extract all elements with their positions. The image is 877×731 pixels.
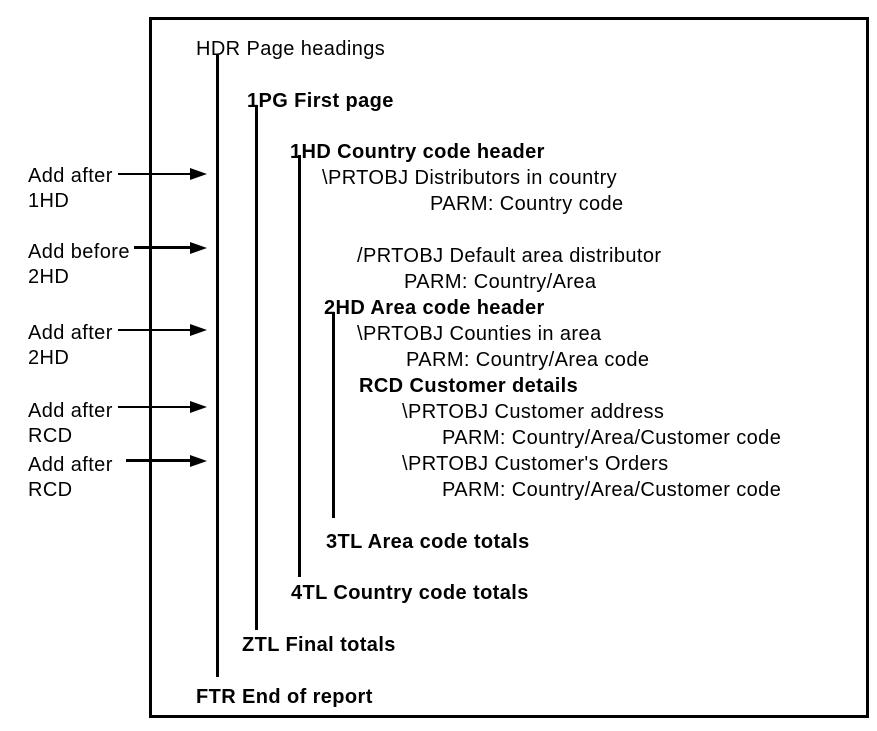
node-rcd: RCD Customer details <box>359 375 579 397</box>
connector-2hd-3tl <box>332 312 335 518</box>
connector-1hd-4tl <box>298 155 301 577</box>
arrow-head <box>190 455 207 467</box>
annotation-add-after-rcd-1: Add after RCD <box>28 399 113 449</box>
arrow-head <box>190 324 207 336</box>
arrow-shaft <box>126 459 195 462</box>
node-2hd: 2HD Area code header <box>324 297 545 319</box>
arrow-head <box>190 242 207 254</box>
node-4tl: 4TL Country code totals <box>291 582 529 604</box>
annotation-add-after-1hd: Add after 1HD <box>28 164 113 214</box>
annotation-target: 2HD <box>28 347 70 369</box>
node-parm-country-code: PARM: Country code <box>430 193 624 215</box>
arrow-shaft <box>118 406 195 408</box>
node-ftr: FTR End of report <box>196 686 373 708</box>
annotation-add-after-rcd-2: Add after RCD <box>28 453 113 503</box>
arrow-right-icon <box>118 401 207 413</box>
node-1hd: 1HD Country code header <box>290 141 545 163</box>
node-1pg: 1PG First page <box>247 90 394 112</box>
node-hdr: HDR Page headings <box>196 38 386 60</box>
diagram-border <box>149 17 869 718</box>
arrow-head <box>190 168 207 180</box>
annotation-target: RCD <box>28 425 73 447</box>
node-prtobj-distributors: \PRTOBJ Distributors in country <box>322 167 618 189</box>
annotation-action: Add after <box>28 454 113 476</box>
node-3tl: 3TL Area code totals <box>326 531 530 553</box>
node-parm-country-area-code: PARM: Country/Area code <box>406 349 650 371</box>
arrow-right-icon <box>134 242 207 254</box>
node-prtobj-default-area: /PRTOBJ Default area distributor <box>357 245 662 267</box>
node-parm-customer-code-1: PARM: Country/Area/Customer code <box>442 427 782 449</box>
annotation-action: Add after <box>28 322 113 344</box>
arrow-shaft <box>118 173 195 175</box>
node-prtobj-customer-orders: \PRTOBJ Customer's Orders <box>402 453 669 475</box>
arrow-right-icon <box>118 168 207 180</box>
annotation-add-after-2hd: Add after 2HD <box>28 321 113 371</box>
annotation-target: 1HD <box>28 190 70 212</box>
arrow-head <box>190 401 207 413</box>
connector-1pg-ztl <box>255 105 258 630</box>
annotation-target: 2HD <box>28 266 70 288</box>
arrow-right-icon <box>118 324 207 336</box>
node-prtobj-customer-address: \PRTOBJ Customer address <box>402 401 665 423</box>
arrow-shaft <box>118 329 195 331</box>
node-parm-customer-code-2: PARM: Country/Area/Customer code <box>442 479 782 501</box>
arrow-right-icon <box>126 455 207 467</box>
node-ztl: ZTL Final totals <box>242 634 396 656</box>
annotation-action: Add before <box>28 241 130 263</box>
node-parm-country-area: PARM: Country/Area <box>404 271 597 293</box>
annotation-action: Add after <box>28 400 113 422</box>
node-prtobj-counties: \PRTOBJ Counties in area <box>357 323 602 345</box>
arrow-shaft <box>134 246 195 249</box>
annotation-action: Add after <box>28 165 113 187</box>
annotation-target: RCD <box>28 479 73 501</box>
annotation-add-before-2hd: Add before 2HD <box>28 240 130 290</box>
connector-hdr-ftr <box>216 55 219 677</box>
